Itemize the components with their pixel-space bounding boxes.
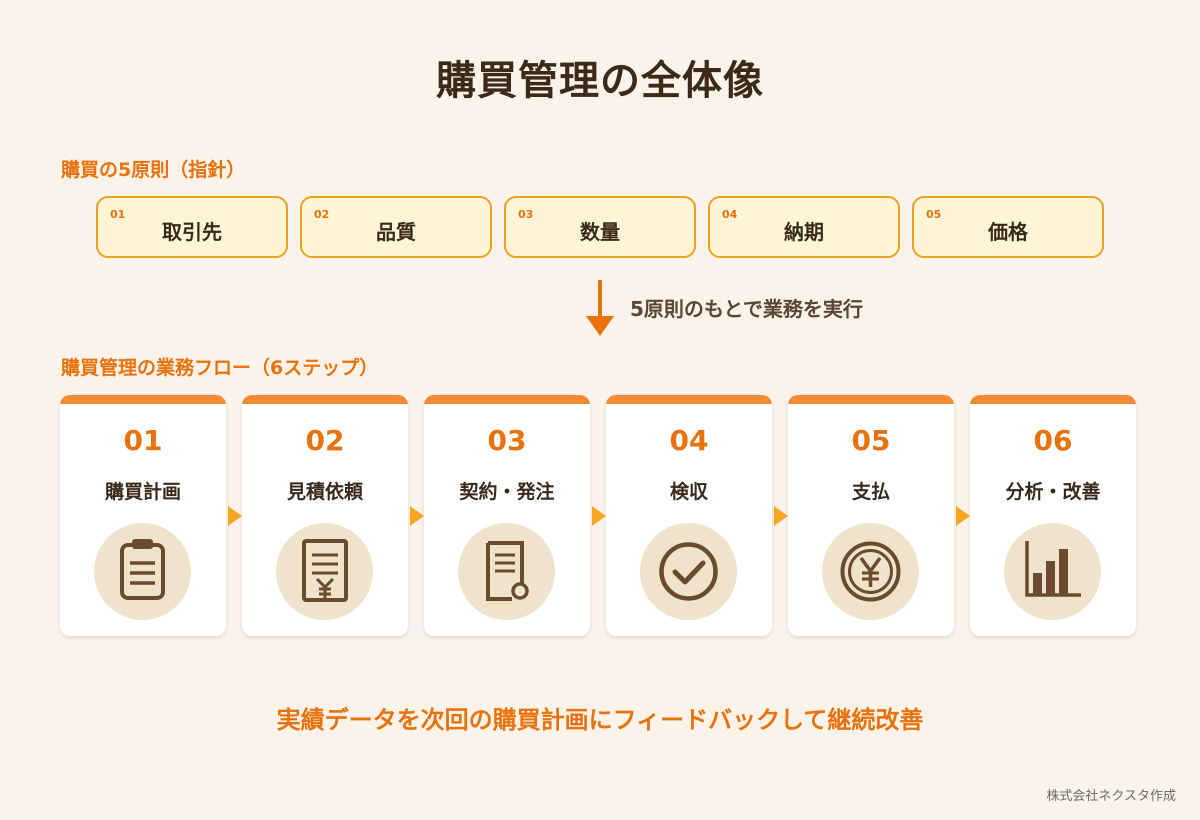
step-top-bar — [606, 395, 772, 404]
page-title: 購買管理の全体像 — [436, 58, 764, 104]
clipboard-icon — [120, 539, 165, 600]
step-label: 検収 — [669, 481, 708, 503]
principle-label: 品質 — [376, 220, 416, 244]
principles-row: 01 取引先 02 品質 03 数量 04 納期 05 価格 — [96, 196, 1106, 258]
step-icon-circle — [822, 523, 919, 620]
step-label: 契約・発注 — [459, 481, 555, 503]
step-label: 支払 — [851, 481, 890, 503]
step-card-contract-order: 03 契約・発注 — [424, 395, 590, 636]
principle-label: 納期 — [784, 220, 824, 244]
principle-label: 数量 — [580, 220, 620, 244]
step-top-bar — [242, 395, 408, 404]
feedback-note: 実績データを次回の購買計画にフィードバックして継続改善 — [276, 706, 924, 734]
down-arrow-icon — [585, 280, 615, 342]
step-card-payment: 05 支払 — [788, 395, 954, 636]
principle-number: 04 — [722, 208, 738, 221]
principle-number: 03 — [518, 208, 534, 221]
principle-number: 01 — [110, 208, 126, 221]
step-card-purchase-planning: 01 購買計画 — [60, 395, 226, 636]
principle-label: 取引先 — [162, 220, 222, 244]
principle-label: 価格 — [988, 220, 1028, 244]
principle-card-quality: 02 品質 — [300, 196, 492, 258]
step-icon-circle — [640, 523, 737, 620]
principle-card-quantity: 03 数量 — [504, 196, 696, 258]
chevron-right-icon — [774, 506, 788, 526]
chevron-right-icon — [228, 506, 242, 526]
step-number: 03 — [487, 424, 527, 457]
step-icon-circle — [458, 523, 555, 620]
step-top-bar — [788, 395, 954, 404]
step-card-quotation-request: 02 見積依頼 — [242, 395, 408, 636]
step-card-inspection: 04 検収 — [606, 395, 772, 636]
contract-document-icon — [486, 541, 529, 601]
chevron-right-icon — [410, 506, 424, 526]
principle-card-price: 05 価格 — [912, 196, 1104, 258]
principle-card-suppliers: 01 取引先 — [96, 196, 288, 258]
workflow-row: 01 購買計画 02 見積依頼 — [60, 395, 1140, 640]
step-top-bar — [970, 395, 1136, 404]
flow-section-label: 購買管理の業務フロー（6ステップ） — [61, 357, 379, 379]
check-circle-icon — [659, 542, 718, 601]
step-number: 02 — [305, 424, 345, 457]
connector-note: 5原則のもとで業務を実行 — [630, 297, 863, 321]
chevron-right-icon — [592, 506, 606, 526]
principle-number: 05 — [926, 208, 942, 221]
step-label: 見積依頼 — [286, 481, 363, 503]
step-top-bar — [60, 395, 226, 404]
credit-text: 株式会社ネクスタ作成 — [1046, 789, 1176, 804]
chevron-right-icon — [956, 506, 970, 526]
yen-document-icon — [302, 539, 348, 602]
step-card-analysis-improvement: 06 分析・改善 — [970, 395, 1136, 636]
principle-number: 02 — [314, 208, 330, 221]
step-number: 01 — [123, 424, 163, 457]
step-label: 購買計画 — [104, 481, 181, 503]
principle-card-delivery: 04 納期 — [708, 196, 900, 258]
step-icon-circle — [94, 523, 191, 620]
bar-chart-icon — [1025, 541, 1081, 597]
step-number: 05 — [851, 424, 891, 457]
step-icon-circle — [276, 523, 373, 620]
yen-coin-icon — [840, 541, 901, 602]
principles-section-label: 購買の5原則（指針） — [61, 159, 246, 181]
step-number: 04 — [669, 424, 709, 457]
step-icon-circle — [1004, 523, 1101, 620]
step-number: 06 — [1033, 424, 1073, 457]
step-top-bar — [424, 395, 590, 404]
step-label: 分析・改善 — [1005, 481, 1101, 503]
